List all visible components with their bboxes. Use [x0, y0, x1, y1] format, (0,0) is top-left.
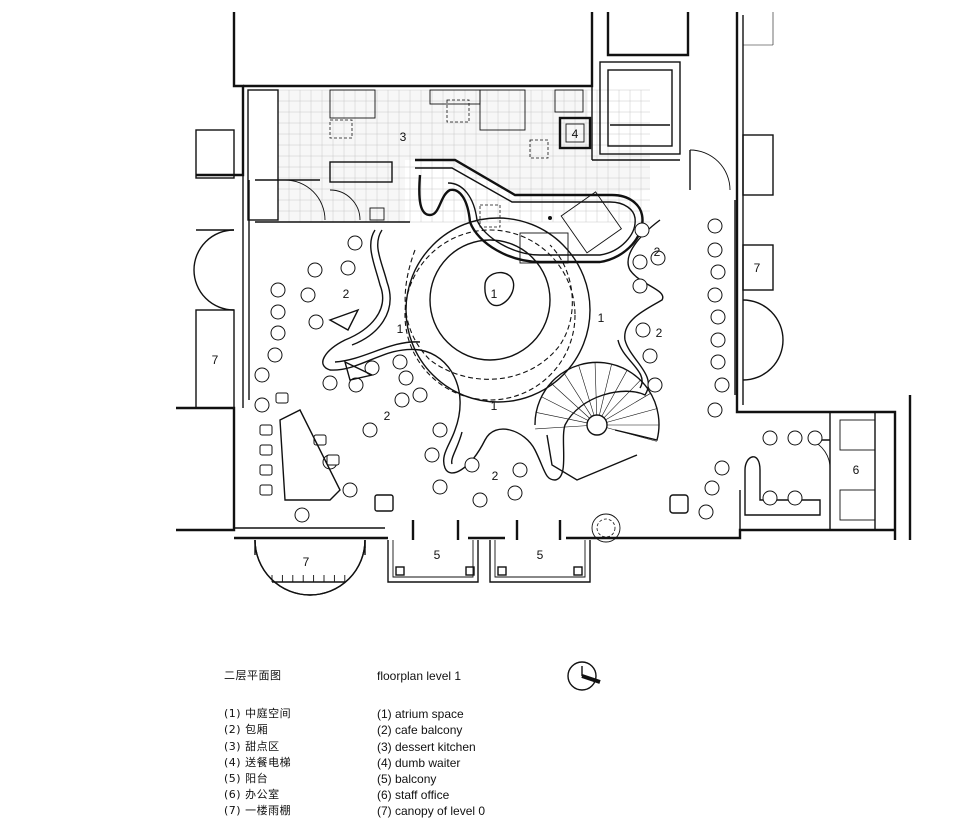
- label-cafe-a: 2: [343, 287, 350, 301]
- legend-item-cn: (4) 送餐电梯: [224, 755, 292, 769]
- legend-item-en: (6) staff office: [377, 788, 450, 803]
- legend-title-cn: 二层平面图: [224, 669, 282, 682]
- legend-item-en: (7) canopy of level 0: [377, 804, 486, 819]
- furniture: [254, 218, 823, 523]
- legend-title-en: floorplan level 1: [377, 669, 462, 683]
- label-cafe-e: 2: [656, 326, 663, 340]
- label-canopy-c: 7: [303, 555, 310, 569]
- label-dumb-waiter: 4: [572, 127, 579, 141]
- dumb-waiter: [558, 61, 681, 155]
- legend-item-en: (3) dessert kitchen: [377, 739, 476, 754]
- label-balcony-a: 5: [434, 548, 441, 562]
- label-cafe-d: 2: [654, 245, 661, 259]
- left-canopy: [193, 129, 235, 409]
- label-office: 6: [853, 463, 860, 477]
- label-atrium-d: 1: [491, 399, 498, 413]
- legend-english: floorplan level 1 (1) atrium space (2) c…: [377, 668, 485, 820]
- legend-item-cn: (2) 包厢: [224, 723, 269, 737]
- dessert-kitchen: [247, 86, 680, 264]
- spiral-stair: [534, 361, 660, 481]
- legend-item-en: (5) balcony: [377, 772, 437, 787]
- room-labels: 1 1 1 1 2 2 2 2 2 3 4 5 5 6 7 7 7: [212, 127, 860, 569]
- legend-item-en: (2) cafe balcony: [377, 723, 463, 738]
- label-kitchen: 3: [400, 130, 407, 144]
- atrium-void: [404, 217, 591, 403]
- label-atrium-c: 1: [598, 311, 605, 325]
- legend-item-cn: (5) 阳台: [224, 772, 269, 786]
- legend-item-cn: (3) 甜点区: [224, 739, 280, 753]
- right-rooms: [734, 134, 896, 531]
- lounge-tables: [279, 308, 689, 543]
- label-atrium-b: 1: [397, 322, 404, 336]
- label-canopy-a: 7: [212, 353, 219, 367]
- label-cafe-b: 2: [384, 409, 391, 423]
- legend-chinese: 二层平面图 (1) 中庭空间 (2) 包厢 (3) 甜点区 (4) 送餐电梯 (…: [224, 668, 291, 820]
- legend-item-cn: (1) 中庭空间: [224, 707, 292, 721]
- label-atrium-a: 1: [491, 287, 498, 301]
- north-arrow-icon: [567, 661, 601, 691]
- legend-item-cn: (6) 办公室: [224, 788, 280, 802]
- label-balcony-b: 5: [537, 548, 544, 562]
- canopy-bottom: [254, 539, 366, 596]
- legend-item-cn: (7) 一楼雨棚: [224, 804, 292, 818]
- label-cafe-c: 2: [492, 469, 499, 483]
- legend-item-en: (1) atrium space: [377, 707, 464, 722]
- balconies: [387, 540, 591, 583]
- legend-item-en: (4) dumb waiter: [377, 755, 461, 770]
- label-canopy-b: 7: [754, 261, 761, 275]
